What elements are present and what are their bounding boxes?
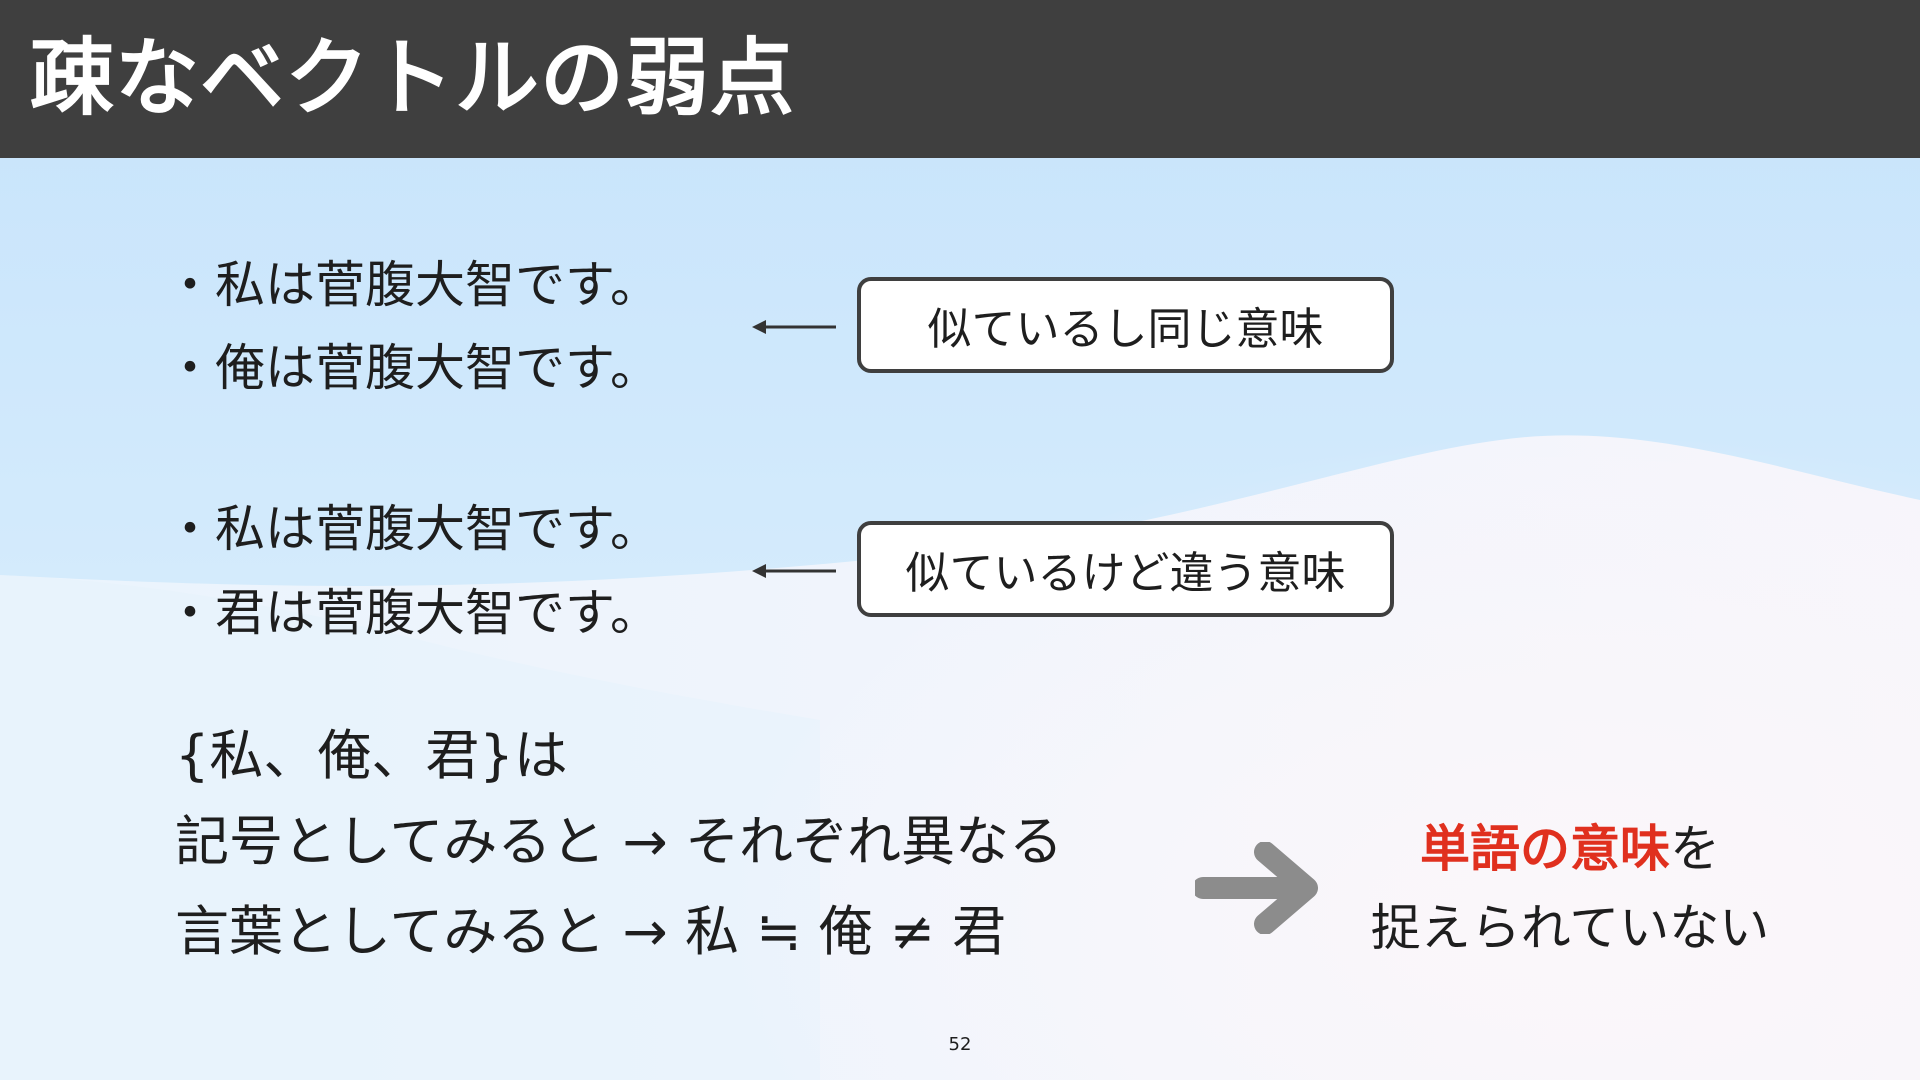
symbol-line: 記号としてみると → それぞれ異なる <box>175 810 1063 873</box>
example-sentence-watashi: ・私は菅腹大智です。 <box>165 256 660 314</box>
note-box-different-meaning: 似ているけど違う意味 <box>857 521 1394 617</box>
example-sentence-ore: ・俺は菅腹大智です。 <box>165 339 660 397</box>
word-line: 言葉としてみると → 私 ≒ 俺 ≠ 君 <box>175 900 1007 963</box>
note-text: 似ているし同じ意味 <box>927 304 1324 355</box>
left-arrow-icon <box>752 320 836 334</box>
note-box-same-meaning: 似ているし同じ意味 <box>857 277 1394 373</box>
example-sentence-watashi-2: ・私は菅腹大智です。 <box>165 500 660 558</box>
highlight-word-meaning: 単語の意味 <box>1420 820 1670 878</box>
conclusion-line-2: 捉えられていない <box>1370 899 1770 957</box>
conclusion-particle: を <box>1670 820 1720 878</box>
left-arrow-icon <box>752 564 836 578</box>
note-text: 似ているけど違う意味 <box>905 548 1346 599</box>
set-line: {私、俺、君}は <box>175 724 568 787</box>
slide-title: 疎なベクトルの弱点 <box>30 29 796 127</box>
page-number: 52 <box>948 1034 972 1055</box>
title-bar: 疎なベクトルの弱点 <box>0 0 1920 158</box>
right-arrow-icon <box>1195 842 1318 934</box>
conclusion-line-1: 単語の意味を <box>1340 819 1800 879</box>
example-sentence-kimi: ・君は菅腹大智です。 <box>165 584 660 642</box>
